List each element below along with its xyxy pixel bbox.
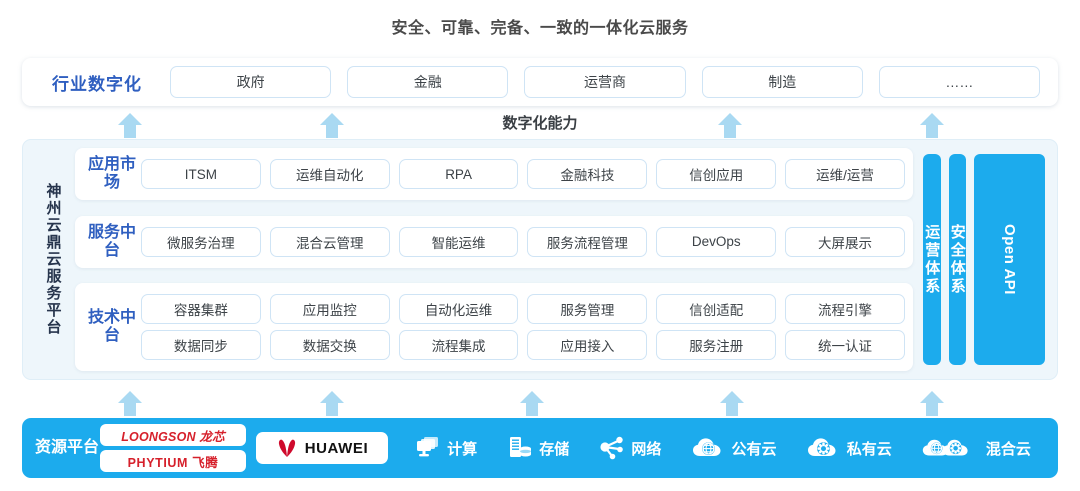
layer-row: 容器集群 应用监控 自动化运维 服务管理 信创适配 流程引擎 xyxy=(141,294,905,324)
vertical-bars: 运营体系 安全体系 Open API xyxy=(913,148,1047,371)
capability-item-fintech[interactable]: 金融科技 xyxy=(527,159,648,189)
capability-item-process-integration[interactable]: 流程集成 xyxy=(398,330,519,360)
capability-item-devops[interactable]: DevOps xyxy=(656,226,777,257)
public-cloud-icon xyxy=(692,438,721,456)
resource-item-label: 网络 xyxy=(631,440,662,458)
private-cloud-icon xyxy=(807,438,836,456)
resource-item-private-cloud[interactable]: 私有云 xyxy=(807,436,892,460)
network-icon xyxy=(600,436,624,460)
resource-item-label: 私有云 xyxy=(846,440,892,458)
up-arrow-icon xyxy=(117,390,143,416)
vertical-bar-security-system[interactable]: 安全体系 xyxy=(948,154,967,365)
capability-item-microservice-governance[interactable]: 微服务治理 xyxy=(141,226,261,257)
capability-item-hybrid-cloud-mgmt[interactable]: 混合云管理 xyxy=(269,226,390,257)
chip-vendor-logos: LOONGSON 龙芯 PHYTIUM 飞腾 xyxy=(100,424,246,472)
layer-label-service-midplatform: 服务中台 xyxy=(87,223,136,259)
layer-label-technical-midplatform: 技术中台 xyxy=(87,309,136,344)
capability-item-service-mgmt[interactable]: 服务管理 xyxy=(527,294,648,324)
industry-item-finance[interactable]: 金融 xyxy=(347,66,509,98)
resource-item-label: 计算 xyxy=(447,440,478,458)
page-title: 安全、可靠、完备、一致的一体化云服务 xyxy=(391,20,689,37)
up-arrow-icon xyxy=(719,390,745,416)
platform-name-label: 神州云鼎云服务平台 xyxy=(44,183,62,336)
industry-item-more[interactable]: …… xyxy=(878,66,1041,98)
up-arrow-icon xyxy=(519,390,545,416)
layer-application-market: 应用市场 ITSM 运维自动化 RPA 金融科技 信创应用 运维/运营 xyxy=(75,148,913,200)
capability-item-data-sync[interactable]: 数据同步 xyxy=(141,330,261,360)
layer-row: 数据同步 数据交换 流程集成 应用接入 服务注册 统一认证 xyxy=(141,330,905,360)
huawei-flower-icon xyxy=(278,439,295,457)
resource-item-label: 存储 xyxy=(539,440,570,458)
vertical-bar-label: 安全体系 xyxy=(948,223,966,296)
compute-icon xyxy=(417,437,439,457)
platform-panel: 神州云鼎云服务平台 应用市场 ITSM 运维自动化 RPA 金融科技 信创应用 … xyxy=(22,139,1058,380)
capability-item-itsm[interactable]: ITSM xyxy=(141,159,261,189)
resource-item-compute[interactable]: 计算 xyxy=(415,436,477,460)
capability-item-dashboard[interactable]: 大屏展示 xyxy=(785,226,905,257)
up-arrow-icon xyxy=(319,112,345,138)
capability-item-process-engine[interactable]: 流程引擎 xyxy=(785,294,905,324)
capability-item-automated-ops[interactable]: 自动化运维 xyxy=(398,294,519,324)
resource-item-hybrid-cloud[interactable]: 混合云 xyxy=(922,436,1031,460)
industry-item-telecom[interactable]: 运营商 xyxy=(524,66,686,98)
up-arrow-icon xyxy=(717,112,743,138)
vertical-bar-label: Open API xyxy=(1001,224,1019,295)
layer-grid: 微服务治理 混合云管理 智能运维 服务流程管理 DevOps 大屏展示 xyxy=(141,226,905,257)
industry-item-government[interactable]: 政府 xyxy=(170,66,332,98)
up-arrow-icon xyxy=(319,390,345,416)
storage-icon xyxy=(510,437,532,457)
resource-item-storage[interactable]: 存储 xyxy=(507,436,569,460)
capability-item-service-registry[interactable]: 服务注册 xyxy=(656,330,777,360)
vertical-bar-operations-system[interactable]: 运营体系 xyxy=(923,154,941,365)
capability-caption: 数字化能力 xyxy=(502,115,578,132)
layer-row: 微服务治理 混合云管理 智能运维 服务流程管理 DevOps 大屏展示 xyxy=(141,226,905,257)
layer-label-application-market: 应用市场 xyxy=(87,156,136,191)
capability-item-intelligent-ops[interactable]: 智能运维 xyxy=(398,226,519,257)
capability-item-xinchuang-adaptation[interactable]: 信创适配 xyxy=(656,294,777,324)
capability-item-ops-automation[interactable]: 运维自动化 xyxy=(269,159,390,189)
huawei-logo: HUAWEI xyxy=(256,432,388,464)
vertical-bar-label: 运营体系 xyxy=(923,223,941,296)
phytium-logo: PHYTIUM 飞腾 xyxy=(100,450,246,472)
up-arrow-icon xyxy=(919,390,945,416)
up-arrow-icon xyxy=(919,112,945,138)
capability-item-rpa[interactable]: RPA xyxy=(398,159,519,189)
resource-item-label: 混合云 xyxy=(985,440,1031,458)
layer-grid: ITSM 运维自动化 RPA 金融科技 信创应用 运维/运营 xyxy=(141,159,905,189)
up-arrow-icon xyxy=(117,112,143,138)
hybrid-cloud-icon xyxy=(922,439,968,456)
capability-item-app-monitoring[interactable]: 应用监控 xyxy=(269,294,390,324)
capability-item-data-exchange[interactable]: 数据交换 xyxy=(269,330,390,360)
resource-item-label: 公有云 xyxy=(731,440,777,458)
loongson-logo: LOONGSON 龙芯 xyxy=(100,424,246,446)
industry-row: 行业数字化 政府 金融 运营商 制造 …… xyxy=(22,58,1058,106)
resource-items: 计算 存储 xyxy=(394,436,1046,460)
industry-row-label: 行业数字化 xyxy=(52,74,142,94)
resource-item-network[interactable]: 网络 xyxy=(599,436,661,460)
layer-service-midplatform: 服务中台 微服务治理 混合云管理 智能运维 服务流程管理 DevOps 大屏展示 xyxy=(75,215,913,268)
capability-item-service-process-mgmt[interactable]: 服务流程管理 xyxy=(527,226,648,257)
layer-technical-midplatform: 技术中台 容器集群 应用监控 自动化运维 服务管理 信创适配 流程引擎 数据同步… xyxy=(75,283,913,371)
resource-platform-bar: 资源平台 LOONGSON 龙芯 PHYTIUM 飞腾 HUAWEI xyxy=(22,418,1058,478)
layer-row: ITSM 运维自动化 RPA 金融科技 信创应用 运维/运营 xyxy=(141,159,905,189)
vertical-bar-open-api[interactable]: Open API xyxy=(974,154,1046,365)
industry-item-manufacturing[interactable]: 制造 xyxy=(701,66,863,98)
capability-item-ops-operation[interactable]: 运维/运营 xyxy=(785,159,905,189)
capability-item-container-cluster[interactable]: 容器集群 xyxy=(141,294,261,324)
resource-platform-label: 资源平台 xyxy=(34,438,99,456)
layer-grid: 容器集群 应用监控 自动化运维 服务管理 信创适配 流程引擎 数据同步 数据交换… xyxy=(141,294,905,360)
capability-item-xinchuang-app[interactable]: 信创应用 xyxy=(656,159,777,189)
resource-item-public-cloud[interactable]: 公有云 xyxy=(692,436,777,460)
capability-item-unified-auth[interactable]: 统一认证 xyxy=(785,330,905,360)
huawei-wordmark: HUAWEI xyxy=(304,439,369,457)
capability-item-app-access[interactable]: 应用接入 xyxy=(527,330,648,360)
platform-layers: 应用市场 ITSM 运维自动化 RPA 金融科技 信创应用 运维/运营 服务中台 xyxy=(75,148,913,371)
